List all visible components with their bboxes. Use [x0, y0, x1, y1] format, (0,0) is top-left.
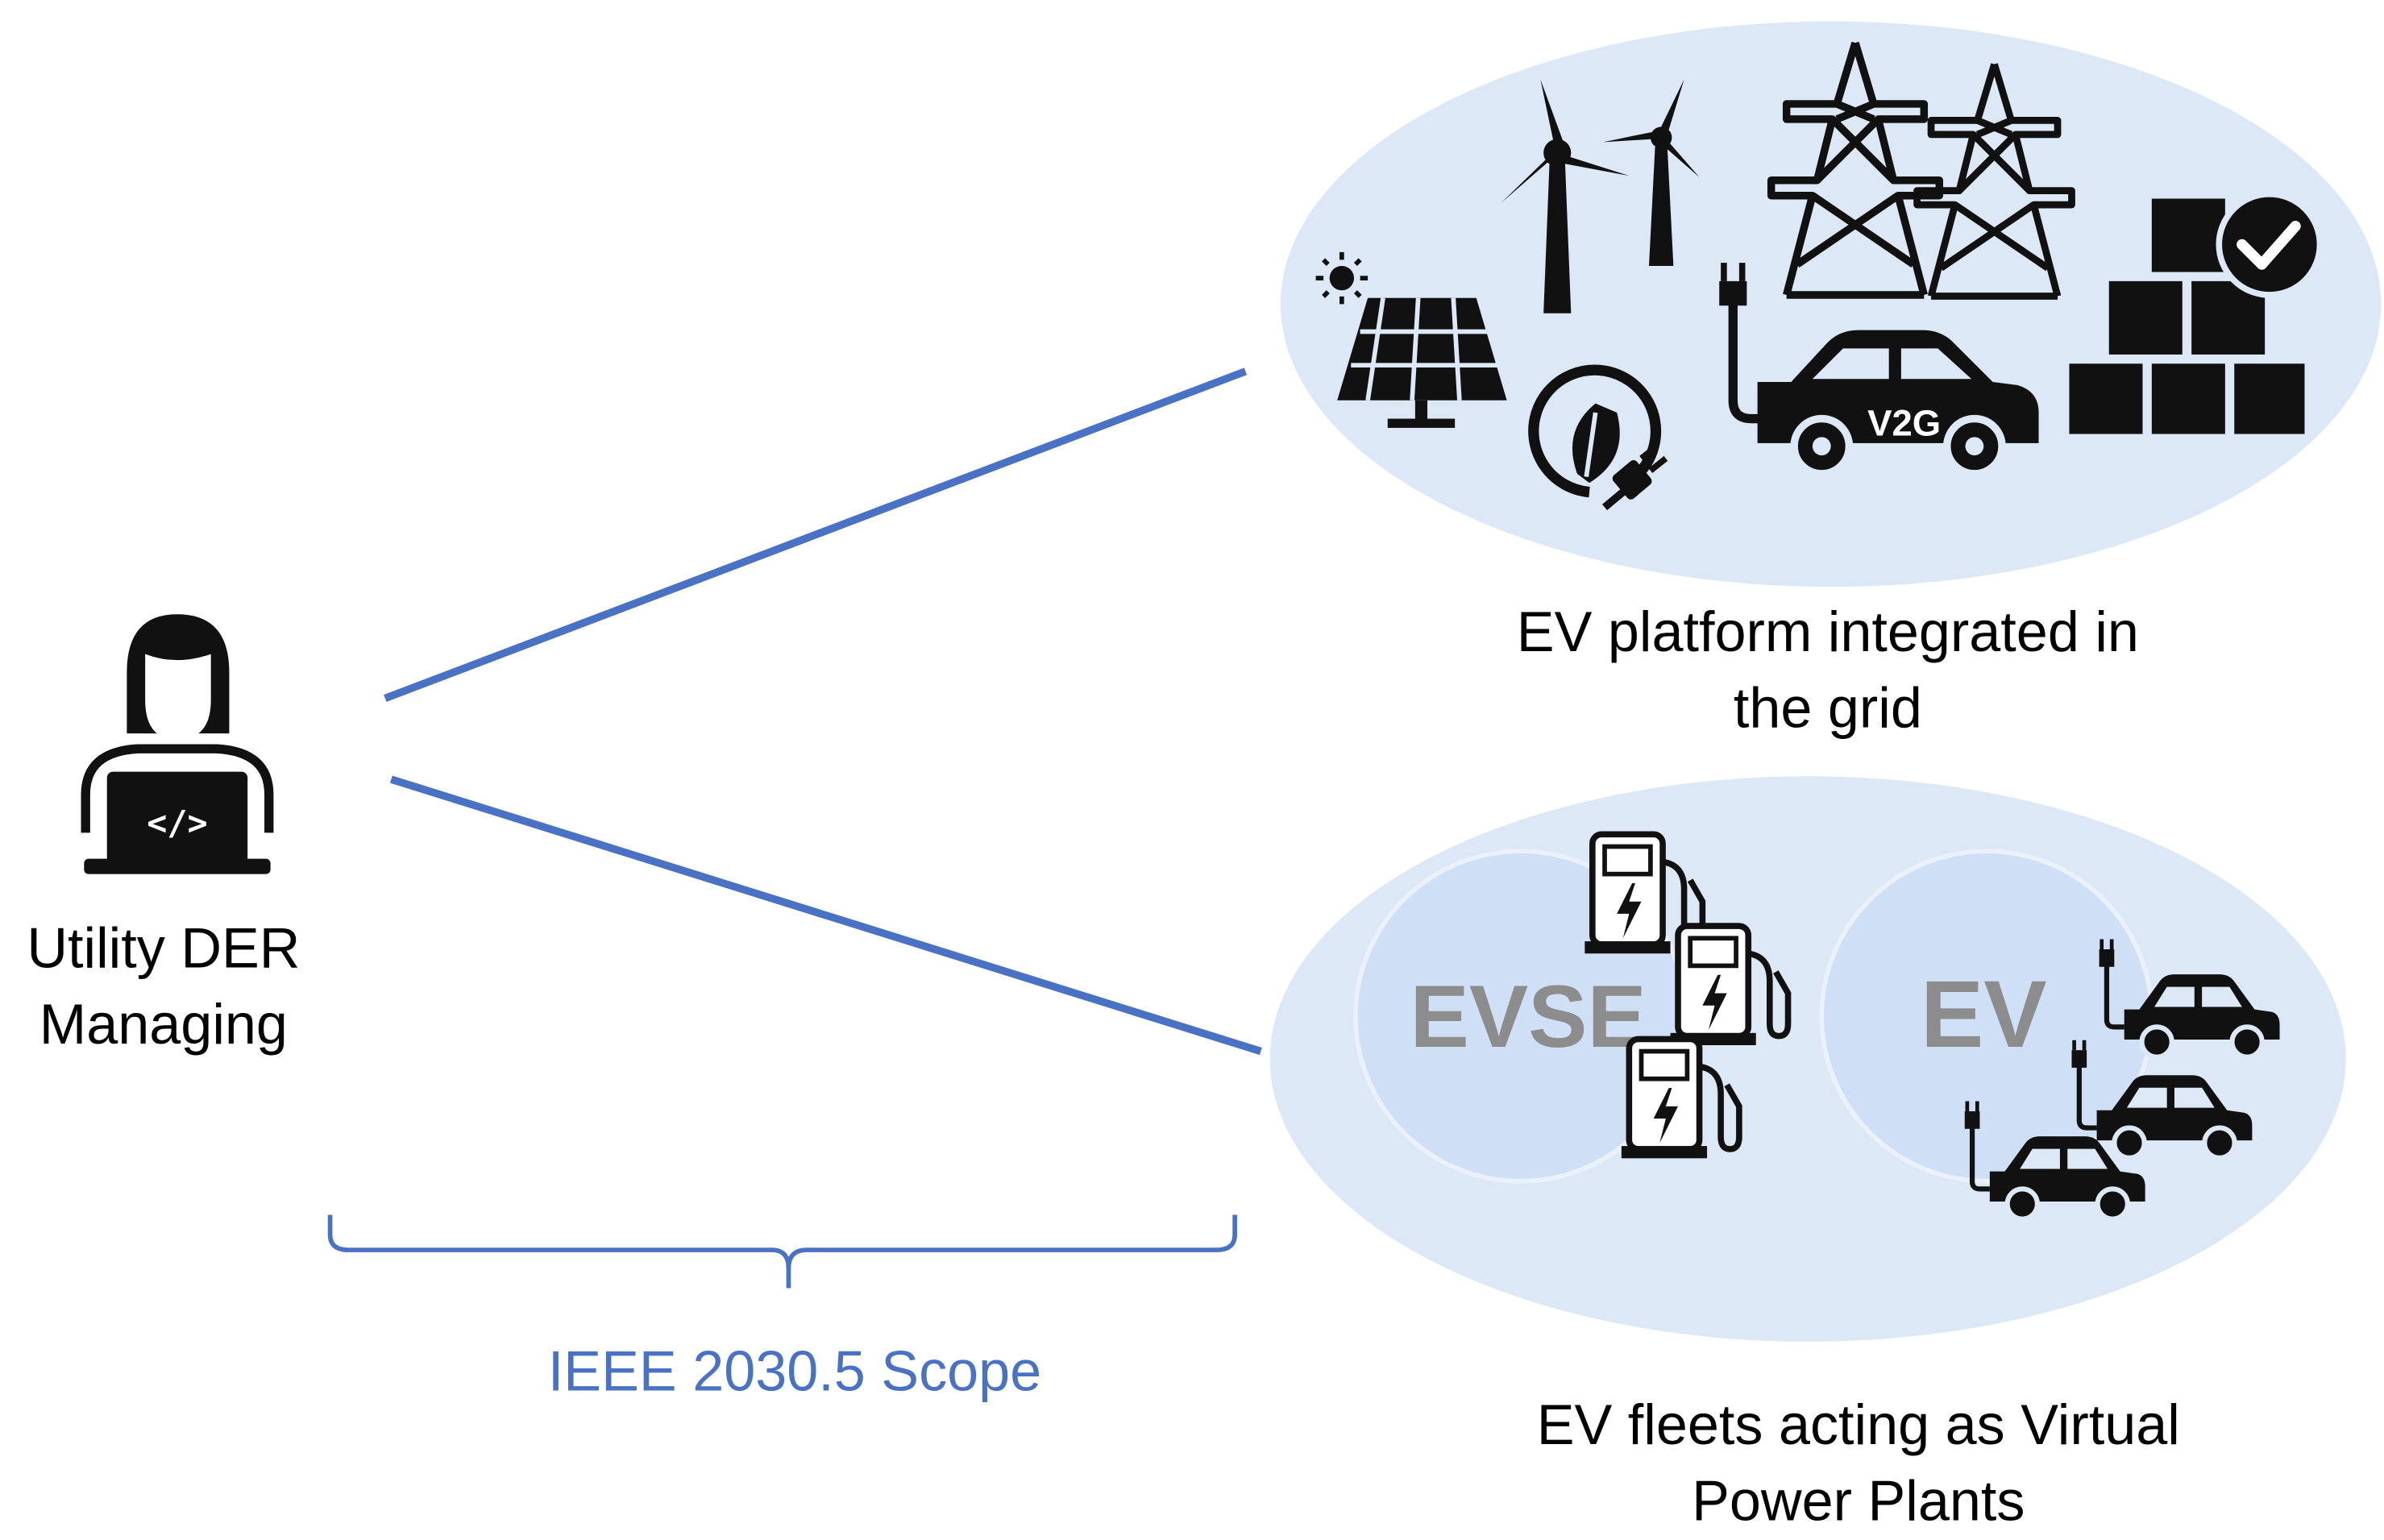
developer-laptop-icon: </>	[81, 614, 274, 874]
v2g-car-icon: V2G	[1719, 263, 2039, 478]
svg-text:V2G: V2G	[1867, 402, 1941, 443]
wind-turbine-icon	[1501, 79, 1700, 313]
grid-cluster-label-line1: EV platform integrated in	[1516, 600, 2139, 663]
connector-line-fleet	[390, 775, 1262, 1056]
svg-text:</>: </>	[147, 803, 207, 842]
solar-panel-icon	[1315, 251, 1507, 428]
grid-cluster-label-line2: the grid	[1733, 677, 1922, 740]
green-energy-plug-icon	[1528, 364, 1668, 511]
evse-label: EVSE	[1410, 967, 1646, 1066]
fleet-cluster-label-line2: Power Plants	[1692, 1470, 2025, 1533]
ev-label: EV	[1921, 961, 2047, 1067]
actor-label-line1: Utility DER	[27, 916, 301, 980]
actor-label: Utility DER Managing	[6, 911, 322, 1064]
scope-brace	[327, 1214, 1237, 1289]
actor-label-line2: Managing	[39, 993, 288, 1056]
scope-label: IEEE 2030.5 Scope	[547, 1339, 1042, 1403]
grid-cluster-label: EV platform integrated in the grid	[1436, 595, 2219, 748]
fleet-cluster-label: EV fleets acting as Virtual Power Plants	[1452, 1388, 2265, 1540]
storage-boxes-icon	[2069, 191, 2324, 434]
fleet-cluster-label-line1: EV fleets acting as Virtual	[1536, 1393, 2180, 1457]
connector-line-grid	[384, 367, 1248, 702]
